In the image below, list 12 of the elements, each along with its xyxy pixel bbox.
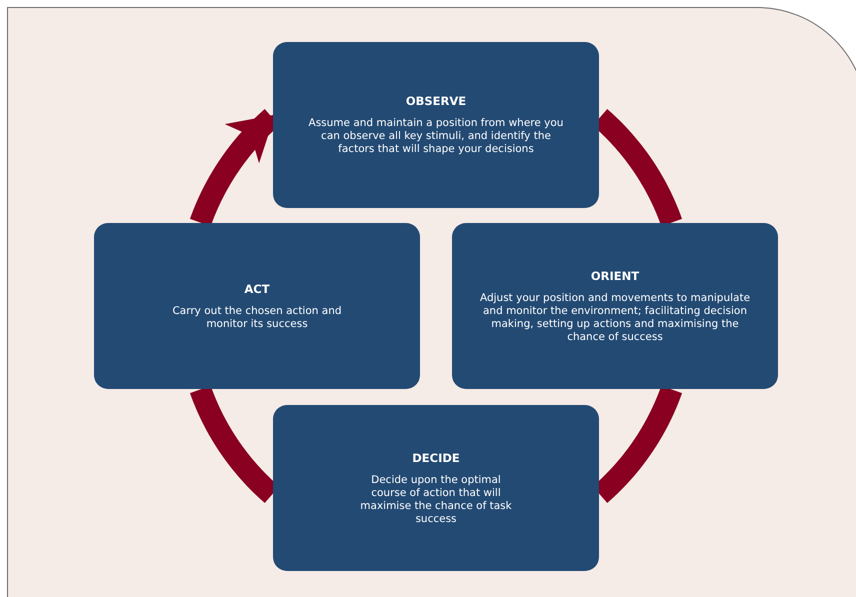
process-box (273, 405, 599, 571)
step-description: Decide upon the optimal course of action that will maximise the chance of task success (359, 474, 513, 526)
process-box (273, 42, 599, 208)
step-title: DECIDE (412, 450, 460, 464)
step-description: Assume and maintain a position from where you can observe all key stimuli, and identify the factors that will shape your decisions (308, 117, 564, 156)
step-title: OBSERVE (406, 94, 466, 108)
process-box (94, 223, 420, 389)
step-description: Adjust your position and movements to manipulate and monitor the environment; facilitating decision making, setting up actions and maximising the chance of success (478, 292, 752, 344)
step-title: ACT (244, 282, 270, 296)
step-title: ORIENT (590, 268, 640, 282)
step-description: Carry out the chosen action and monitor its success (171, 304, 343, 330)
process-box (452, 223, 778, 389)
